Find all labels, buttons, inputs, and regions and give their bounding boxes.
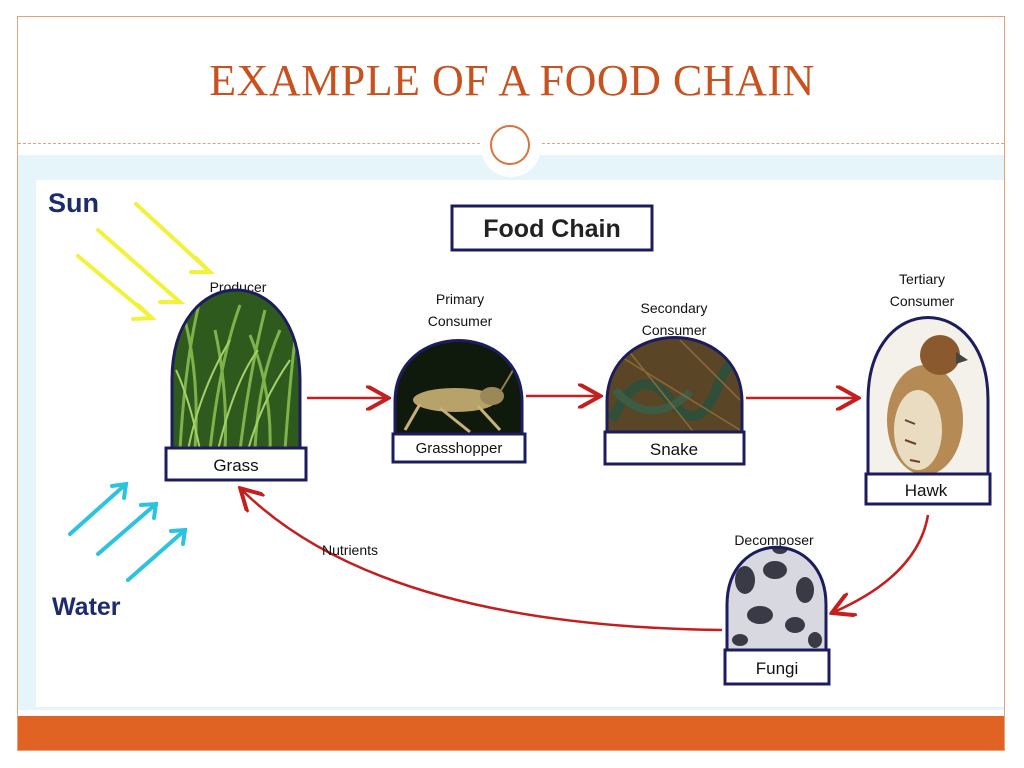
grasshopper-node: Grasshopper: [391, 339, 527, 464]
tertiary-role-line2: Consumer: [890, 293, 955, 309]
secondary-role-line1: Secondary: [641, 300, 708, 316]
fungi-image: [727, 547, 826, 652]
diagram-heading: Food Chain: [450, 204, 654, 252]
grass-node: Grass: [164, 288, 308, 482]
water-label: Water: [52, 593, 121, 621]
footer-bar: [18, 716, 1004, 750]
grasshopper-image: [395, 340, 522, 436]
decomposer-role-label: Decomposer: [734, 532, 814, 548]
grass-image: [172, 290, 300, 450]
secondary-role-line2: Consumer: [642, 322, 707, 338]
food-chain-arrows: [242, 396, 930, 632]
arrow-fungi-to-grass: [242, 490, 723, 632]
hawk-name: Hawk: [905, 481, 948, 500]
sun-label: Sun: [48, 188, 99, 218]
snake-node: Snake: [603, 336, 746, 466]
primary-role-line2: Consumer: [428, 313, 493, 329]
tertiary-role-line1: Tertiary: [899, 271, 945, 287]
divider-ornament: [490, 125, 530, 165]
water-rays-icon: [68, 481, 188, 582]
hawk-image: [868, 317, 988, 478]
primary-role-line1: Primary: [436, 291, 484, 307]
slide-title: EXAMPLE OF A FOOD CHAIN: [209, 56, 815, 105]
nutrients-label: Nutrients: [322, 542, 378, 558]
grass-name: Grass: [213, 456, 258, 475]
snake-name: Snake: [650, 440, 698, 459]
sun-rays-icon: [76, 202, 215, 321]
arrow-hawk-to-fungi: [834, 514, 930, 612]
fungi-name: Fungi: [756, 659, 799, 678]
hawk-node: Hawk: [864, 316, 992, 506]
grasshopper-name: Grasshopper: [416, 440, 503, 457]
diagram-heading-text: Food Chain: [483, 215, 620, 243]
fungi-node: Fungi: [723, 545, 831, 686]
